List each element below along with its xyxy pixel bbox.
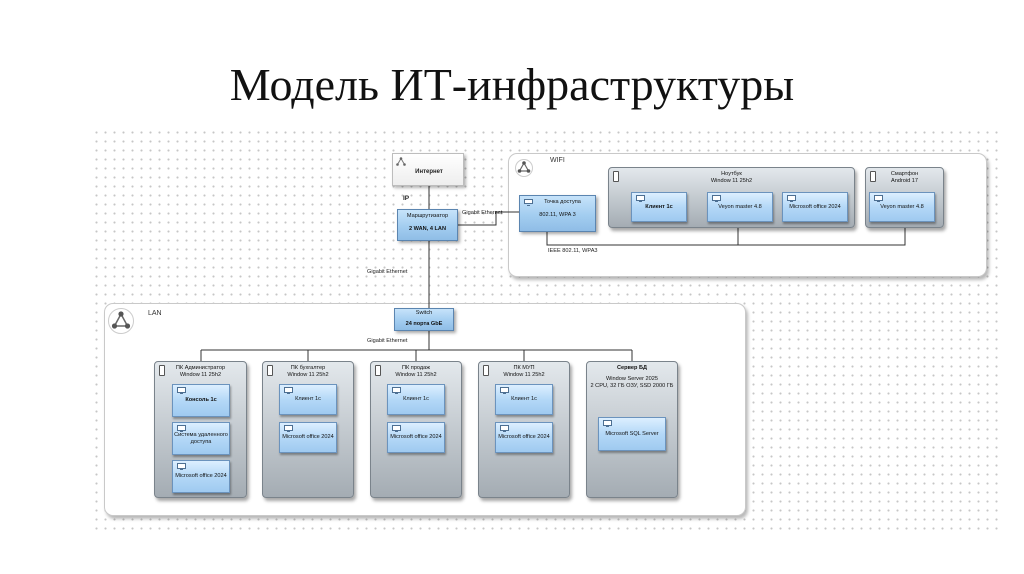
monitor-icon (392, 425, 401, 432)
sales-app-1c-client[interactable]: Клиент 1с (387, 384, 445, 415)
accountant-app-1c-client[interactable]: Клиент 1с (279, 384, 337, 415)
internet-label: Интернет (415, 169, 443, 175)
laptop-os: Window 11 25h2 (710, 177, 753, 184)
switch-name: Switch (415, 310, 433, 316)
smartphone-os: Android 17 (890, 177, 919, 184)
connection-lines (200, 186, 906, 361)
db-app-sql-server[interactable]: Microsoft SQL Server (598, 417, 666, 451)
node-name: ПК Администратор (175, 365, 226, 371)
switch-link-label: Gigabit Ethernet (367, 338, 408, 344)
lan-zone-icon (108, 308, 134, 334)
node-spec: 2 CPU, 32 ГБ ОЗУ, SSD 2000 ГБ (590, 382, 674, 389)
wifi-link-label: IEEE 802.11, WPA3 (548, 248, 598, 254)
wifi-zone-icon (515, 159, 533, 177)
monitor-icon (177, 425, 186, 432)
monitor-icon (603, 420, 612, 427)
smartphone-name: Смартфон (890, 171, 919, 177)
monitor-icon (392, 387, 401, 394)
access-point-name: Точка доступа (544, 199, 581, 205)
node-os: Window 11 25h2 (503, 371, 545, 378)
node-os: Window 11 25h2 (287, 371, 329, 378)
computer-icon (483, 365, 489, 376)
node-name: Сервер БД (616, 365, 648, 371)
laptop-name: Ноутбук (721, 171, 742, 177)
ip-label: IP (403, 195, 410, 202)
smartphone-icon (870, 171, 876, 182)
monitor-icon (874, 195, 883, 202)
monitor-icon (712, 195, 721, 202)
monitor-icon (636, 195, 645, 202)
laptop-icon (613, 171, 619, 182)
sales-app-office[interactable]: Microsoft office 2024 (387, 422, 445, 453)
mup-app-1c-client[interactable]: Клиент 1с (495, 384, 553, 415)
access-point-spec: 802.11, WPA 3 (539, 211, 576, 218)
computer-icon (375, 365, 381, 376)
admin-app-office[interactable]: Microsoft office 2024 (172, 460, 230, 493)
laptop-app-veyon[interactable]: Veyon master 4.8 (707, 192, 773, 222)
admin-app-remote-access[interactable]: Система удаленного доступа (172, 422, 230, 455)
router-icon (524, 199, 533, 206)
monitor-icon (787, 195, 796, 202)
node-os: Window 11 25h2 (395, 371, 437, 378)
monitor-icon (284, 387, 293, 394)
router-ap-link-label: Gigabit Ethernet (462, 210, 503, 216)
switch-spec: 24 порта GbE (405, 320, 443, 327)
router-switch-link-label: Gigabit Ethernet (367, 269, 408, 275)
monitor-icon (500, 425, 509, 432)
router-spec: 2 WAN, 4 LAN (409, 225, 446, 232)
access-point-node[interactable]: Точка доступа 802.11, WPA 3 (519, 195, 596, 232)
diagram-canvas: WIFI LAN Интер (92, 128, 998, 530)
node-os: Window 11 25h2 (179, 371, 222, 378)
node-name: ПК МУП (513, 365, 535, 371)
computer-icon (159, 365, 165, 376)
router-node[interactable]: Маршрутизатор 2 WAN, 4 LAN (397, 209, 458, 241)
computer-icon (267, 365, 273, 376)
router-name: Маршрутизатор (406, 213, 449, 219)
lan-zone-label: LAN (148, 310, 162, 317)
smartphone-app-veyon[interactable]: Veyon master 4.8 (869, 192, 935, 222)
admin-app-1c-console[interactable]: Консоль 1с (172, 384, 230, 417)
wifi-zone-label: WIFI (550, 157, 565, 164)
mup-app-office[interactable]: Microsoft office 2024 (495, 422, 553, 453)
monitor-icon (177, 463, 186, 470)
switch-node[interactable]: Switch 24 порта GbE (394, 308, 454, 331)
monitor-icon (177, 387, 186, 394)
node-name: ПК продаж (401, 365, 431, 371)
monitor-icon (500, 387, 509, 394)
accountant-app-office[interactable]: Microsoft office 2024 (279, 422, 337, 453)
node-name: ПК бухгалтер (290, 365, 326, 371)
internet-node[interactable]: Интернет (392, 153, 464, 186)
internet-icon (396, 157, 406, 166)
node-os: Window Server 2025 (606, 375, 658, 382)
monitor-icon (284, 425, 293, 432)
slide-title: Модель ИТ-инфраструктуры (229, 59, 795, 110)
laptop-app-1c-client[interactable]: Клиент 1с (631, 192, 687, 222)
laptop-app-office[interactable]: Microsoft office 2024 (782, 192, 848, 222)
